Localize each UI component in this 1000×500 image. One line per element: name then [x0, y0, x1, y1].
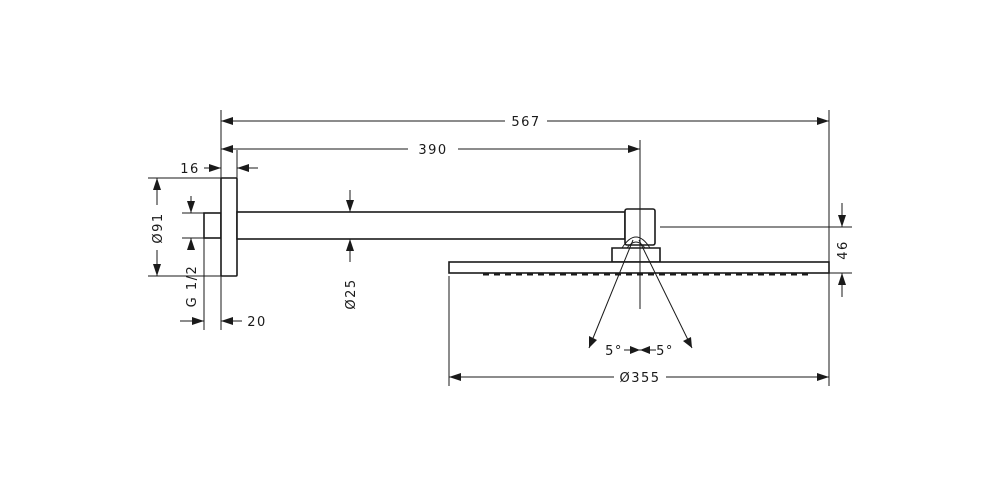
- nozzle: [703, 273, 709, 276]
- ball-joint-cup: [621, 236, 651, 249]
- thread-nipple: [203, 212, 222, 239]
- nozzle: [725, 273, 731, 276]
- nozzle: [615, 273, 621, 276]
- dim-arm-diameter: Ø25: [344, 278, 359, 309]
- nozzle: [648, 273, 654, 276]
- nozzle: [549, 273, 555, 276]
- nozzle: [758, 273, 764, 276]
- dim-tilt-right: 5°: [656, 344, 674, 359]
- dim-wall-offset: 20: [247, 315, 267, 330]
- nozzle: [582, 273, 588, 276]
- ball-joint-inner: [626, 241, 646, 249]
- dim-head-height: 46: [836, 240, 851, 260]
- dim-flange-diameter: Ø91: [151, 212, 166, 243]
- nozzle: [560, 273, 566, 276]
- dim-flange-depth: 16: [180, 162, 200, 177]
- nozzle: [483, 273, 489, 276]
- shower-parts: [203, 177, 830, 277]
- nozzle: [670, 273, 676, 276]
- nozzle: [494, 273, 500, 276]
- dimension-lines: [148, 110, 852, 386]
- nozzle: [714, 273, 720, 276]
- nozzle: [791, 273, 797, 276]
- dim-overall-length: 567: [511, 115, 540, 130]
- wall-flange: [220, 177, 238, 277]
- nozzle: [736, 273, 742, 276]
- nozzle: [604, 273, 610, 276]
- dim-arm-length: 390: [418, 143, 447, 158]
- nozzle: [516, 273, 522, 276]
- nozzle: [571, 273, 577, 276]
- nozzle: [626, 273, 632, 276]
- nozzle: [769, 273, 775, 276]
- nozzle: [505, 273, 511, 276]
- nozzle: [692, 273, 698, 276]
- shower-arm: [236, 211, 626, 240]
- dim-tilt-left: 5°: [605, 344, 623, 359]
- dim-thread: G 1/2: [185, 265, 200, 308]
- nozzle: [802, 273, 808, 276]
- nozzle: [780, 273, 786, 276]
- nozzle: [538, 273, 544, 276]
- ball-joint-base: [611, 247, 661, 263]
- dim-head-diameter: Ø355: [619, 371, 660, 386]
- nozzle: [593, 273, 599, 276]
- nozzle: [747, 273, 753, 276]
- shower-head: [448, 261, 830, 274]
- nozzle: [681, 273, 687, 276]
- nozzle: [659, 273, 665, 276]
- dimension-labels: 567 390 16 20 Ø355 5° 5° Ø91 G 1/2 Ø25 4…: [151, 115, 851, 386]
- nozzle: [527, 273, 533, 276]
